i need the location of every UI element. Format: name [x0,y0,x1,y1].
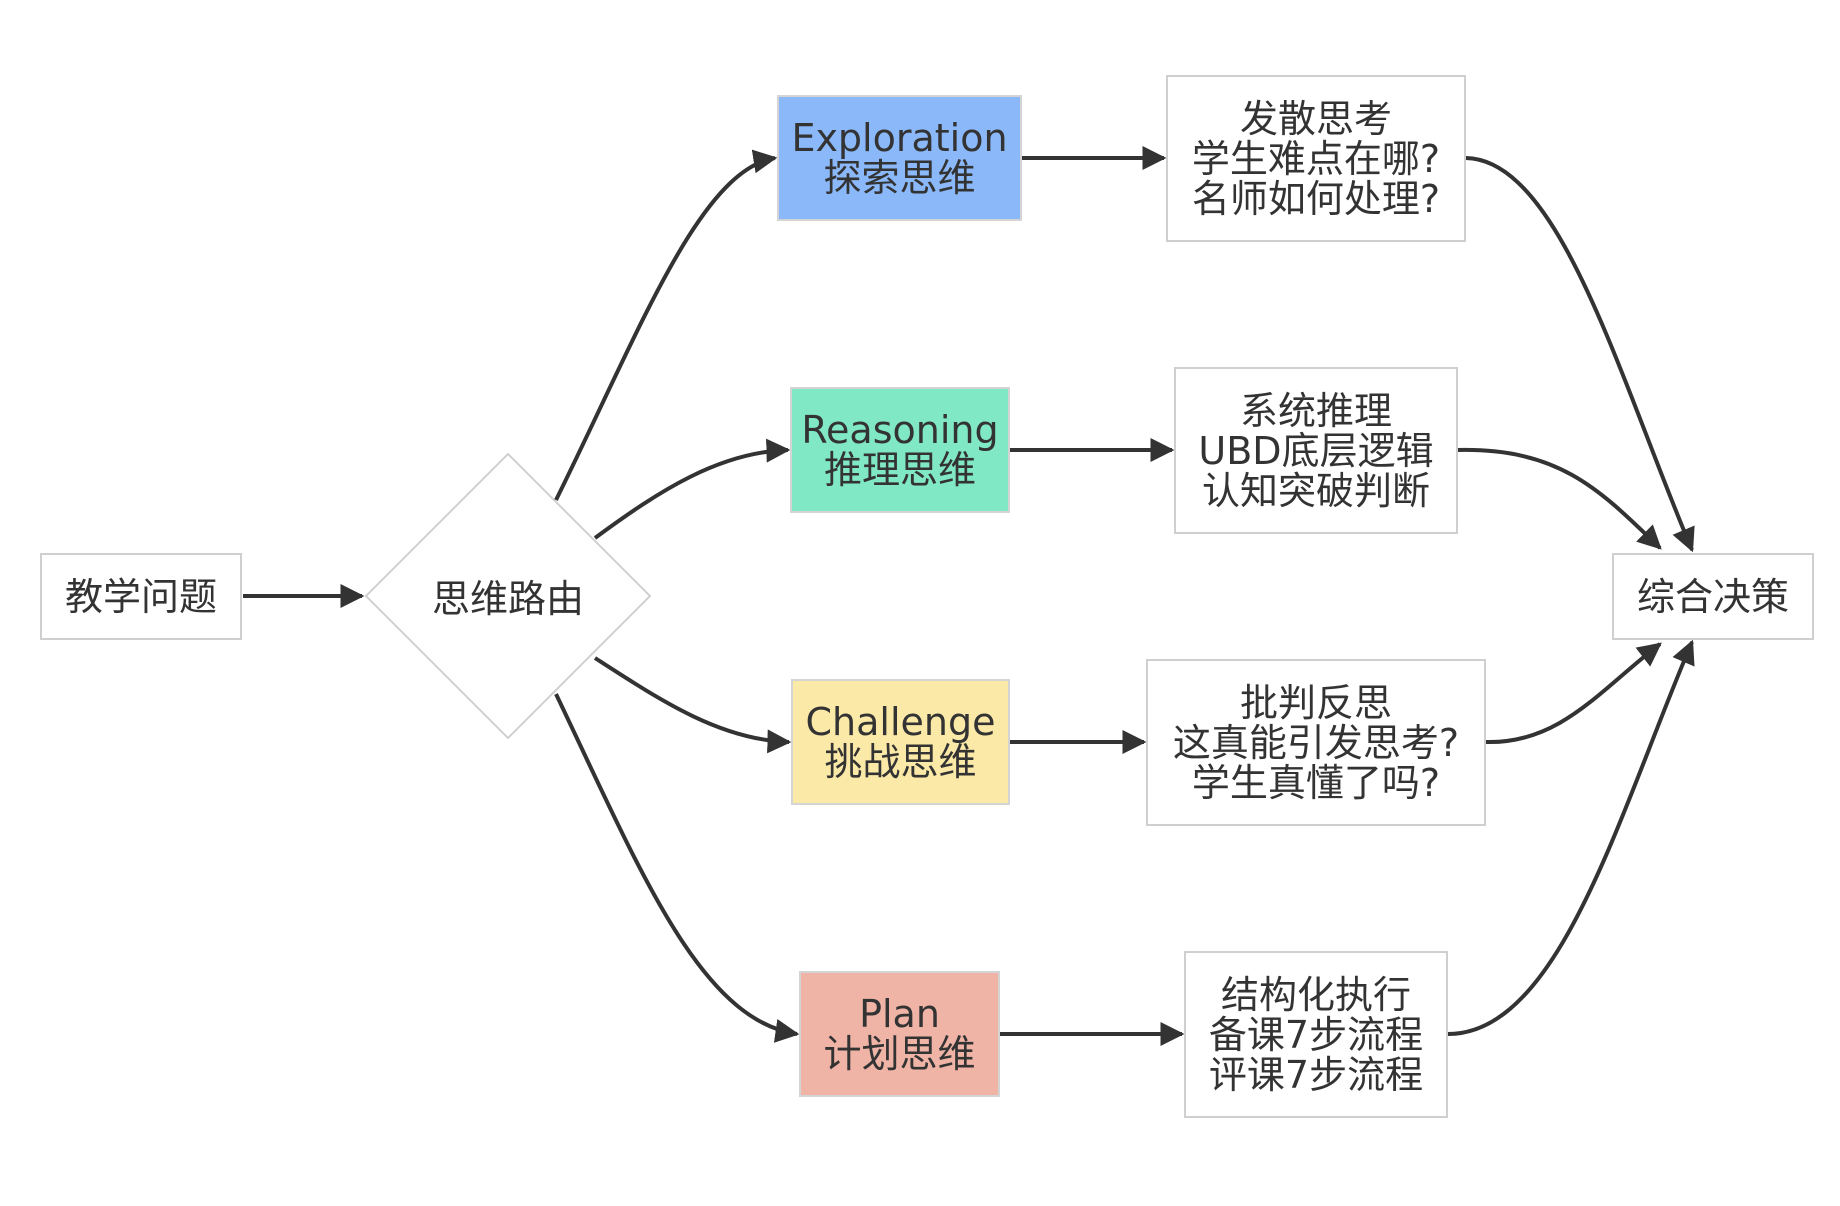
reasoning-node: Reasoning 推理思维 [790,387,1010,513]
end-node-label: 综合决策 [1636,574,1789,619]
reasoning-detail-line-1: 系统推理 [1239,388,1392,433]
exploration-node-subtitle: 探索思维 [823,156,976,200]
exploration-detail-line-1: 发散思考 [1239,96,1392,141]
edge-exploration-detail-to-end [1465,156,1695,553]
challenge-detail-node: 批判反思 这真能引发思考? 学生真懂了吗? [1146,659,1486,826]
challenge-node-subtitle: 挑战思维 [824,740,977,784]
plan-detail-line-3: 评课7步流程 [1208,1052,1424,1097]
exploration-detail-node: 发散思考 学生难点在哪? 名师如何处理? [1166,75,1466,242]
challenge-detail-line-3: 学生真懂了吗? [1191,760,1441,805]
reasoning-node-subtitle: 推理思维 [823,448,976,492]
start-node: 教学问题 [40,553,242,640]
reasoning-node-title: Reasoning [801,408,999,452]
challenge-node-title: Challenge [805,700,996,744]
end-node: 综合决策 [1612,553,1814,640]
router-node-label: 思维路由 [431,577,584,621]
exploration-detail-line-3: 名师如何处理? [1191,176,1441,221]
edge-challenge-detail-to-end [1485,642,1662,745]
edge-reasoning-detail-to-end [1457,447,1662,550]
challenge-node: Challenge 挑战思维 [791,679,1010,805]
plan-detail-line-1: 结构化执行 [1220,972,1411,1017]
plan-detail-node: 结构化执行 备课7步流程 评课7步流程 [1184,951,1448,1118]
edge-router-to-challenge [593,656,792,754]
challenge-detail-line-2: 这真能引发思考? [1172,720,1460,765]
reasoning-detail-node: 系统推理 UBD底层逻辑 认知突破判断 [1174,367,1458,534]
exploration-node-title: Exploration [791,116,1008,160]
edge-router-to-plan [554,693,800,1043]
edge-router-to-exploration [554,149,778,501]
edge-plan-detail-to-end [1447,639,1695,1036]
plan-node-title: Plan [859,992,940,1036]
challenge-detail-line-1: 批判反思 [1239,680,1392,725]
exploration-detail-line-2: 学生难点在哪? [1191,136,1441,181]
plan-detail-line-2: 备课7步流程 [1208,1012,1424,1057]
start-node-label: 教学问题 [64,574,217,619]
exploration-node: Exploration 探索思维 [777,95,1022,221]
reasoning-detail-line-2: UBD底层逻辑 [1198,428,1434,473]
reasoning-detail-line-3: 认知突破判断 [1201,468,1430,513]
edge-router-to-reasoning [593,438,791,540]
router-diamond-shape [364,452,652,740]
plan-node: Plan 计划思维 [799,971,1000,1097]
plan-node-subtitle: 计划思维 [823,1032,976,1076]
